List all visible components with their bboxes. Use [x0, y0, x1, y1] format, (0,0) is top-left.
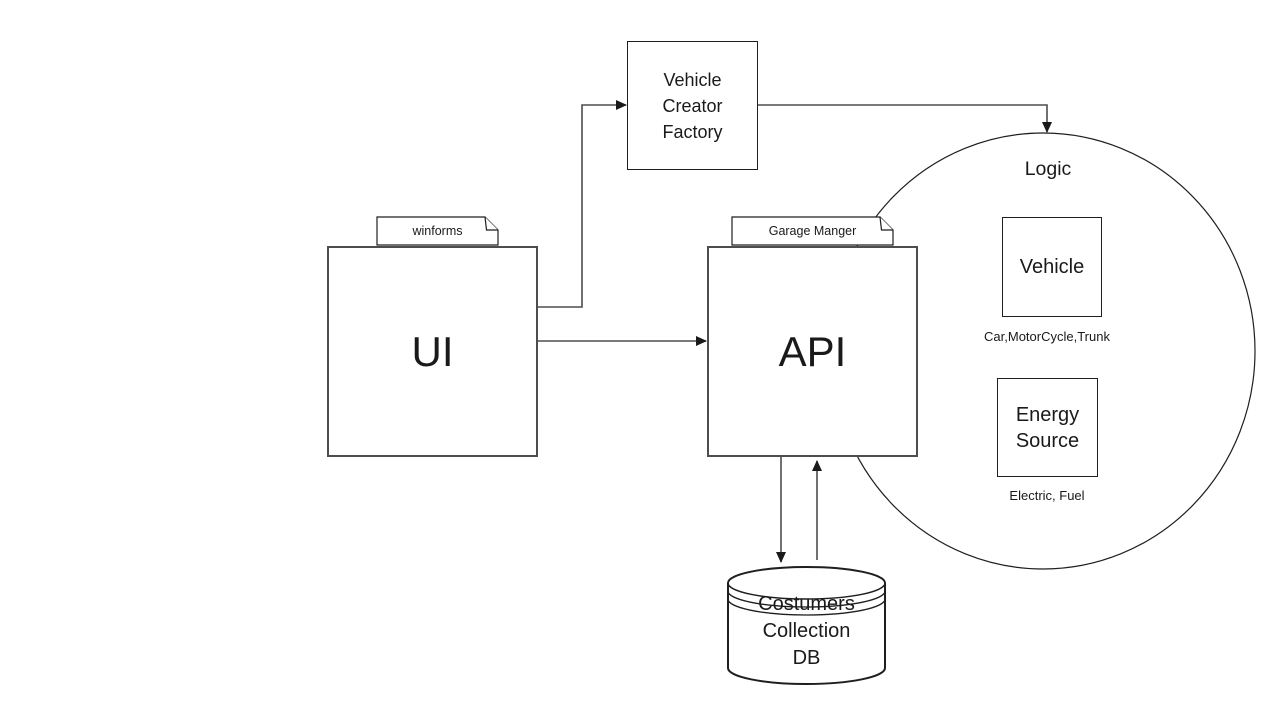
- ui-label: UI: [411, 327, 454, 375]
- energy-source-label: Energy Source: [1015, 403, 1080, 452]
- api-node: API: [707, 246, 918, 457]
- api-label: API: [778, 327, 847, 375]
- winforms-note-label: winforms: [412, 224, 463, 238]
- vehicle-types-caption: Car,MotorCycle,Trunk: [984, 329, 1110, 344]
- db-label: Costumers Collection DB: [758, 593, 855, 669]
- ui-node: UI: [327, 246, 538, 457]
- vehicle-class-node: Vehicle: [1002, 217, 1102, 317]
- vehicle-creator-factory-node: Vehicle Creator Factory: [627, 41, 758, 170]
- garage-manger-note-label: Garage Manger: [768, 224, 857, 238]
- logic-label: Logic: [1024, 158, 1072, 180]
- energy-types-caption: Electric, Fuel: [1009, 488, 1085, 503]
- vehicle-class-label: Vehicle: [1019, 255, 1085, 278]
- energy-source-node: Energy Source: [997, 378, 1098, 477]
- vehicle-creator-factory-label: Vehicle Creator Factory: [662, 69, 723, 142]
